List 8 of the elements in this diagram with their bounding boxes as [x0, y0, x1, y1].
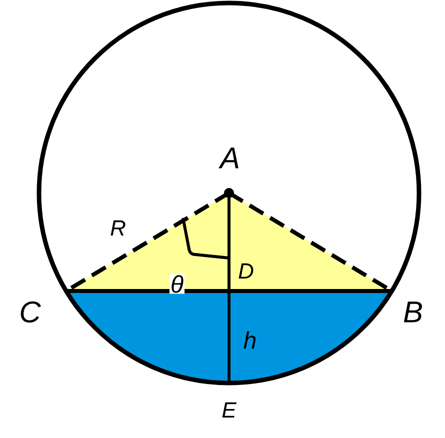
point-label: θ	[170, 274, 185, 294]
point-label: C	[20, 301, 41, 323]
point-label: D	[238, 263, 254, 279]
point-label: R	[110, 220, 126, 236]
point-label: E	[222, 402, 237, 418]
point-label: B	[404, 302, 422, 322]
point-label: A	[218, 148, 238, 168]
point-label: h	[244, 331, 256, 349]
